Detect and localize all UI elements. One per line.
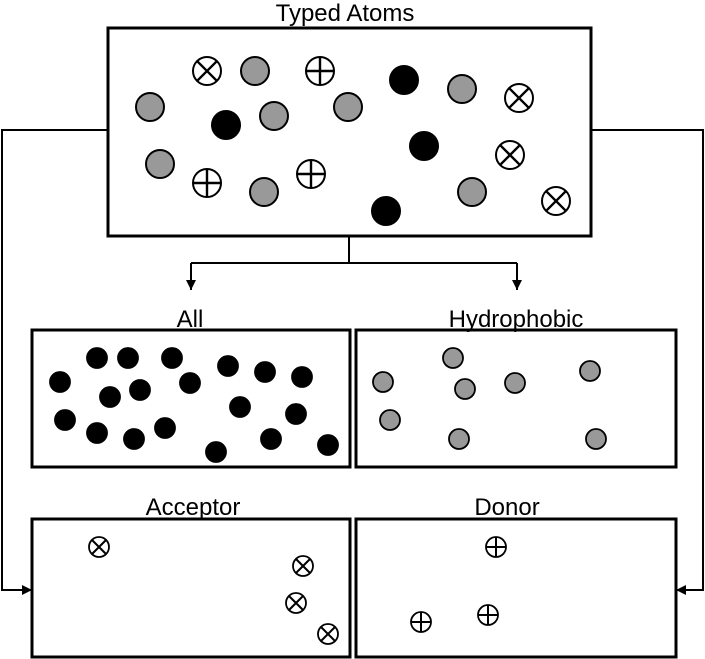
gray-atom <box>504 372 526 394</box>
gray-atom <box>379 409 401 431</box>
gray-atom <box>579 360 601 382</box>
black-atom <box>285 403 307 425</box>
black-atom <box>129 379 151 401</box>
hydrophobic-label: Hydrophobic <box>449 306 584 333</box>
typed-atoms-box <box>106 26 593 238</box>
black-atom <box>86 347 108 369</box>
black-atom <box>291 366 313 388</box>
acceptor-atom <box>317 623 339 645</box>
acceptor-atom <box>292 555 314 577</box>
typed-atoms-label: Typed Atoms <box>276 0 415 27</box>
donor-atom <box>477 604 499 626</box>
black-atom <box>117 347 139 369</box>
gray-atom <box>333 92 363 122</box>
gray-atom <box>249 177 279 207</box>
gray-atom <box>454 378 476 400</box>
black-atom <box>371 196 401 226</box>
gray-atom <box>259 101 289 131</box>
black-atom <box>99 386 121 408</box>
acceptor-box <box>30 517 352 659</box>
connector-left-to-acceptor <box>1 129 108 595</box>
black-atom <box>254 361 276 383</box>
hydrophobic-box <box>354 328 678 469</box>
black-atom <box>161 347 183 369</box>
all-box <box>30 328 352 469</box>
gray-atom <box>457 177 487 207</box>
black-atom <box>409 131 439 161</box>
black-atom <box>217 355 239 377</box>
gray-atom <box>240 56 270 86</box>
acceptor-atom <box>541 186 571 216</box>
connector-right-to-donor <box>591 129 704 595</box>
donor-atom <box>410 611 432 633</box>
acceptor-atom <box>88 536 110 558</box>
donor-atom <box>192 168 222 198</box>
acceptor-label: Acceptor <box>146 494 241 521</box>
acceptor-atom <box>504 83 534 113</box>
donor-atom <box>305 56 335 86</box>
black-atom <box>317 434 339 456</box>
donor-label: Donor <box>474 494 539 521</box>
black-atom <box>229 396 251 418</box>
donor-atom <box>296 159 326 189</box>
black-atom <box>123 428 145 450</box>
black-atom <box>154 417 176 439</box>
gray-atom <box>145 149 175 179</box>
black-atom <box>211 110 241 140</box>
acceptor-atom <box>495 140 525 170</box>
black-atom <box>86 422 108 444</box>
black-atom <box>260 428 282 450</box>
black-atom <box>389 65 419 95</box>
acceptor-atom <box>285 592 307 614</box>
gray-atom <box>135 92 165 122</box>
atoms-layer <box>49 56 607 645</box>
gray-atom <box>447 74 477 104</box>
black-atom <box>205 441 227 463</box>
acceptor-atom <box>192 56 222 86</box>
donor-atom <box>485 536 507 558</box>
gray-atom <box>372 371 394 393</box>
black-atom <box>49 371 71 393</box>
donor-box <box>354 517 678 659</box>
connectors <box>1 129 704 595</box>
all-label: All <box>177 306 204 333</box>
gray-atom <box>585 428 607 450</box>
gray-atom <box>448 428 470 450</box>
black-atom <box>54 409 76 431</box>
black-atom <box>179 372 201 394</box>
gray-atom <box>442 347 464 369</box>
